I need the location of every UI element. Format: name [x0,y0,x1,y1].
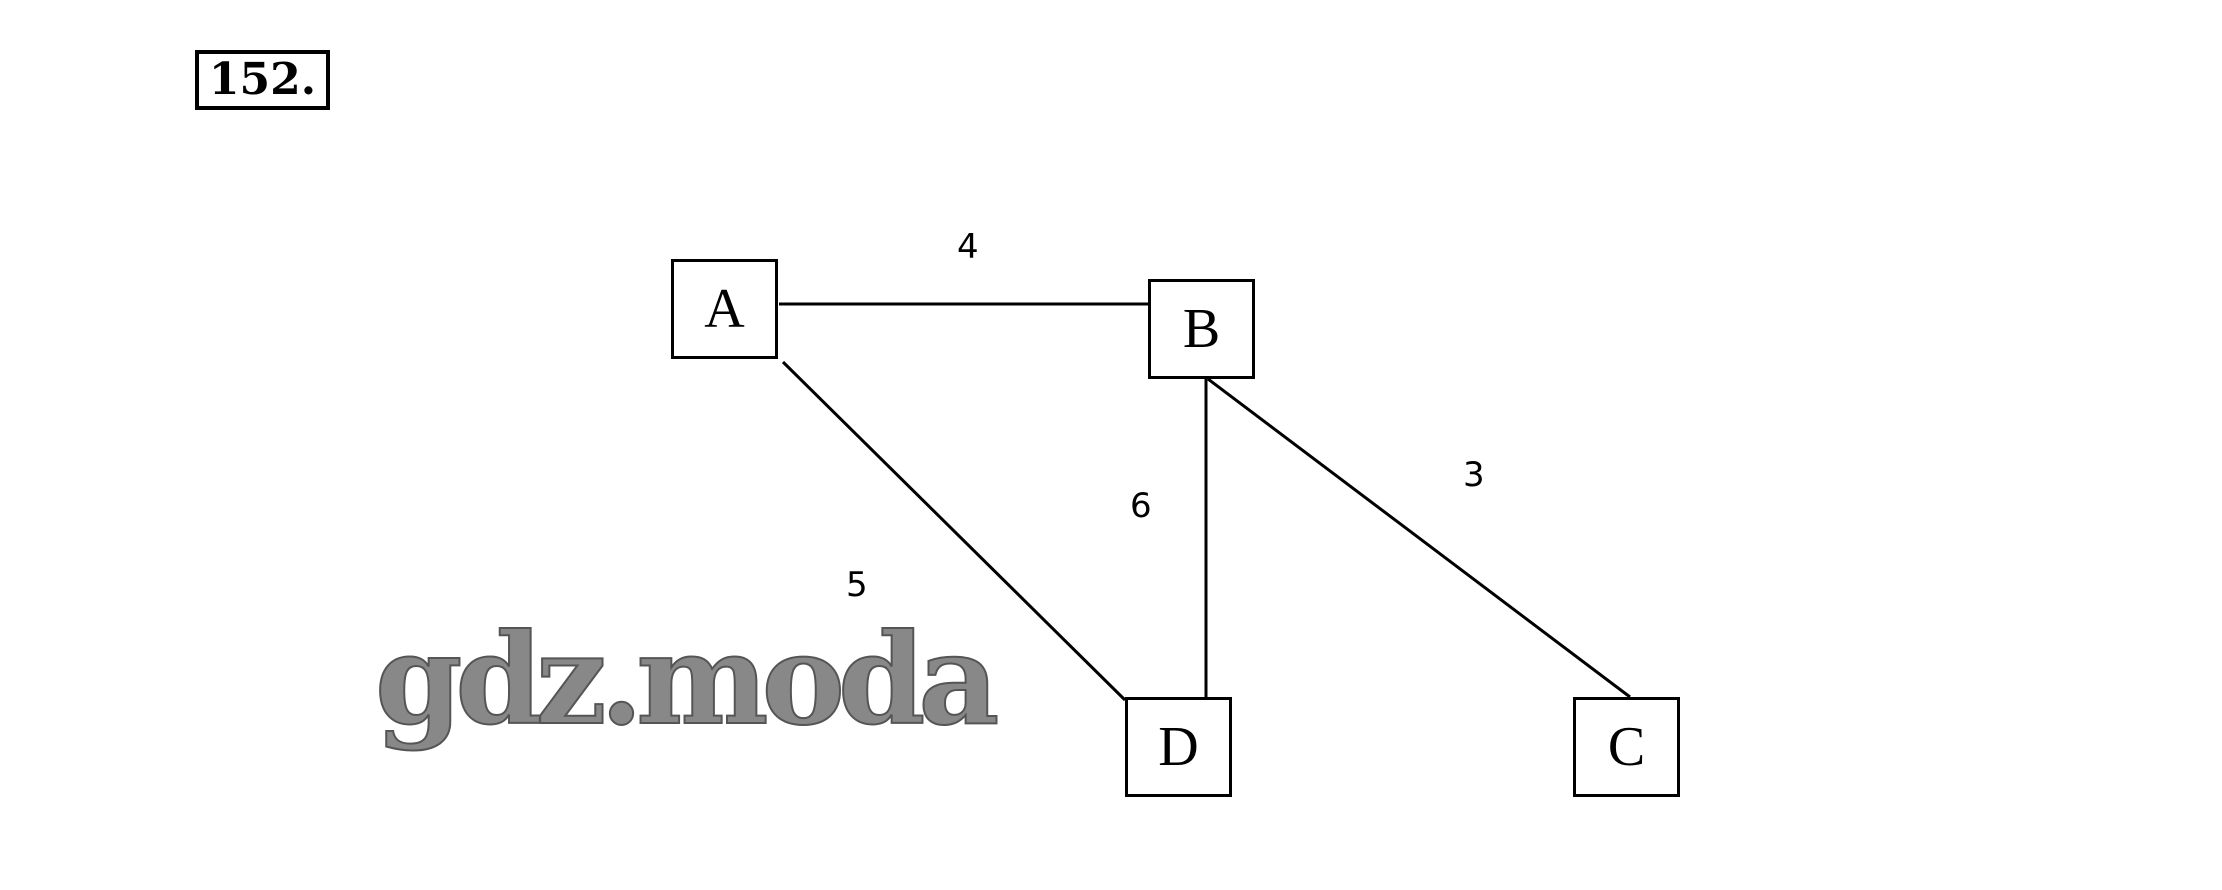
edge-a-d [781,360,1127,702]
watermark: gdz.moda [374,607,1000,753]
node-b: B [1148,279,1255,379]
edge-b-c [1207,377,1631,699]
node-c: C [1573,697,1680,797]
weight-a-b: 4 [957,227,979,267]
weight-b-c: 3 [1463,455,1485,495]
node-a: A [671,259,778,359]
problem-number: 152. [195,50,330,110]
weight-b-d: 6 [1130,486,1152,526]
node-d: D [1125,697,1232,797]
weight-a-d: 5 [846,565,868,605]
